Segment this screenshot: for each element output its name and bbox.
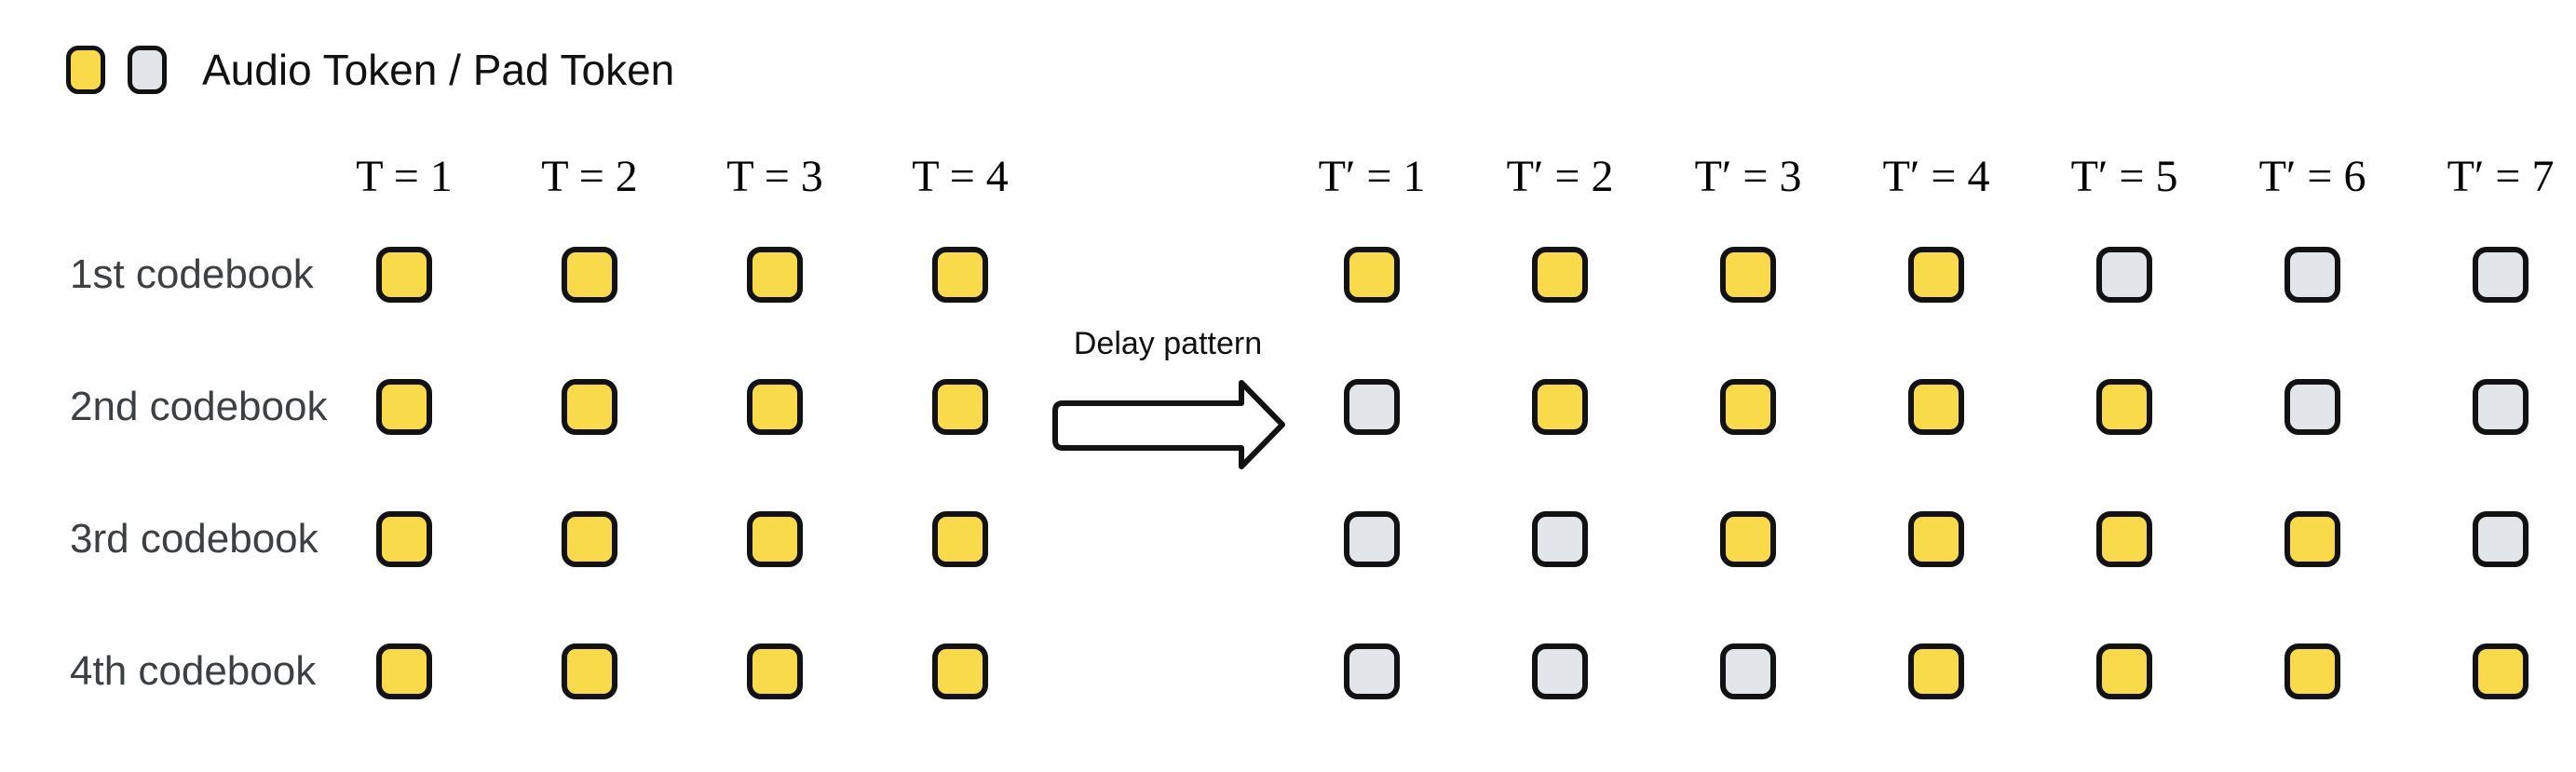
audio-token-swatch-icon	[66, 46, 105, 94]
row-label: 4th codebook	[70, 648, 317, 694]
pad-token-swatch-icon	[128, 46, 167, 94]
token-pad	[2473, 511, 2529, 567]
token-audio	[1532, 247, 1588, 303]
row-label: 1st codebook	[70, 251, 314, 297]
token-audio	[562, 247, 617, 303]
token-audio	[1344, 247, 1400, 303]
row-label: 3rd codebook	[70, 516, 319, 562]
token-audio	[2285, 643, 2340, 699]
token-audio	[376, 379, 432, 435]
token-audio	[932, 511, 988, 567]
token-pad	[1344, 379, 1400, 435]
column-header: T′ = 6	[2258, 152, 2366, 201]
token-audio	[2096, 379, 2152, 435]
token-audio	[1908, 511, 1964, 567]
token-pad	[1532, 511, 1588, 567]
token-pad	[2473, 247, 2529, 303]
token-audio	[376, 511, 432, 567]
token-audio	[1908, 643, 1964, 699]
token-audio	[562, 643, 617, 699]
delay-pattern-arrow	[1051, 380, 1285, 469]
token-audio	[562, 379, 617, 435]
token-pad	[1532, 643, 1588, 699]
column-header: T′ = 1	[1318, 152, 1426, 201]
column-header: T′ = 3	[1694, 152, 1802, 201]
token-audio	[932, 379, 988, 435]
token-audio	[2473, 643, 2529, 699]
right-arrow-icon	[1052, 380, 1285, 469]
column-header: T = 2	[541, 152, 638, 201]
input-token-grid: T = 1 T = 2 T = 3 T = 4	[356, 152, 1009, 772]
token-pad	[2285, 247, 2340, 303]
token-audio	[747, 379, 803, 435]
token-pad	[2096, 247, 2152, 303]
token-audio	[376, 643, 432, 699]
token-audio	[747, 643, 803, 699]
column-header: T′ = 7	[2447, 152, 2555, 201]
token-pad	[1720, 643, 1776, 699]
token-audio	[2285, 511, 2340, 567]
token-audio	[2096, 643, 2152, 699]
token-audio	[1720, 379, 1776, 435]
token-pad	[1344, 511, 1400, 567]
token-audio	[1532, 379, 1588, 435]
token-audio	[2096, 511, 2152, 567]
token-pad	[2285, 379, 2340, 435]
arrow-label: Delay pattern	[1073, 326, 1263, 361]
token-audio	[1908, 379, 1964, 435]
token-audio	[932, 643, 988, 699]
token-audio	[376, 247, 432, 303]
token-audio	[932, 247, 988, 303]
column-header: T′ = 2	[1506, 152, 1614, 201]
row-label: 2nd codebook	[70, 384, 328, 429]
output-token-grid: T′ = 1 T′ = 2 T′ = 3 T′ = 4 T′ = 5 T′ = 6 T′ =…	[1319, 152, 2554, 772]
token-pad	[2473, 379, 2529, 435]
column-header: T = 1	[356, 152, 453, 201]
token-audio	[1720, 511, 1776, 567]
token-audio	[747, 247, 803, 303]
column-header: T = 4	[912, 152, 1009, 201]
token-audio	[1720, 247, 1776, 303]
column-header: T = 3	[726, 152, 823, 201]
token-audio	[747, 511, 803, 567]
legend-label: Audio Token / Pad Token	[202, 46, 675, 94]
column-header: T′ = 5	[2070, 152, 2178, 201]
token-pad	[1344, 643, 1400, 699]
legend: Audio Token / Pad Token	[66, 45, 674, 95]
token-audio	[562, 511, 617, 567]
token-audio	[1908, 247, 1964, 303]
column-header: T′ = 4	[1882, 152, 1990, 201]
